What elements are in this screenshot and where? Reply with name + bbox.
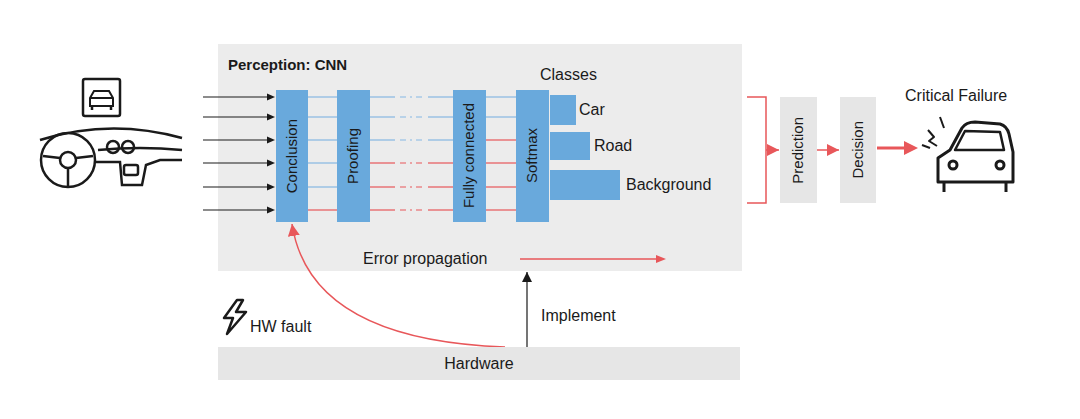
perception-panel-ground xyxy=(218,44,742,271)
monitor-icon xyxy=(83,79,120,116)
class-label: Background xyxy=(626,176,711,194)
crash-car-icon xyxy=(922,117,1013,192)
input-arrows xyxy=(203,94,275,214)
perception-panel: Perception: CNN Conclusion Proofing Fully c… xyxy=(218,44,742,271)
node-label: Softmax xyxy=(524,128,541,183)
stage-box: Prediction xyxy=(780,97,817,203)
class-bar xyxy=(550,170,620,200)
connector xyxy=(370,97,453,210)
node-label: Prediction xyxy=(790,117,807,184)
class-bar xyxy=(550,132,590,160)
connector xyxy=(747,97,779,203)
axis-heading: Classes xyxy=(540,66,597,84)
class-bar xyxy=(550,95,576,125)
cnn-layer: Proofing xyxy=(337,90,370,222)
node-label: Decision xyxy=(850,121,867,179)
panel-title: Perception: CNN xyxy=(228,56,347,73)
connector xyxy=(308,97,337,210)
connector xyxy=(527,272,528,347)
error-propagation-arrow xyxy=(520,255,666,263)
cnn-layer: Conclusion xyxy=(276,90,308,222)
lightning-bolt xyxy=(224,300,246,334)
flow-label: Error propagation xyxy=(363,250,488,268)
outcome-label: Critical Failure xyxy=(905,87,1007,105)
connector xyxy=(486,97,516,210)
node-label: Conclusion xyxy=(284,119,301,193)
node-label: Fully connected xyxy=(461,103,478,208)
edge-label: Implement xyxy=(541,307,616,325)
failure-arrow xyxy=(877,141,918,155)
connector xyxy=(292,224,505,347)
connector xyxy=(817,150,839,151)
node-label: Hardware xyxy=(444,355,513,373)
class-label: Road xyxy=(594,137,632,155)
dashboard-icon xyxy=(40,128,182,187)
fault-label: HW fault xyxy=(250,318,311,336)
class-label: Car xyxy=(579,101,605,119)
node-label: Proofing xyxy=(345,128,362,184)
hardware-band: Hardware xyxy=(218,347,740,380)
cnn-layer: Softmax xyxy=(516,90,549,222)
cnn-layer: Fully connected xyxy=(453,90,486,222)
stage-box: Decision xyxy=(840,97,876,203)
